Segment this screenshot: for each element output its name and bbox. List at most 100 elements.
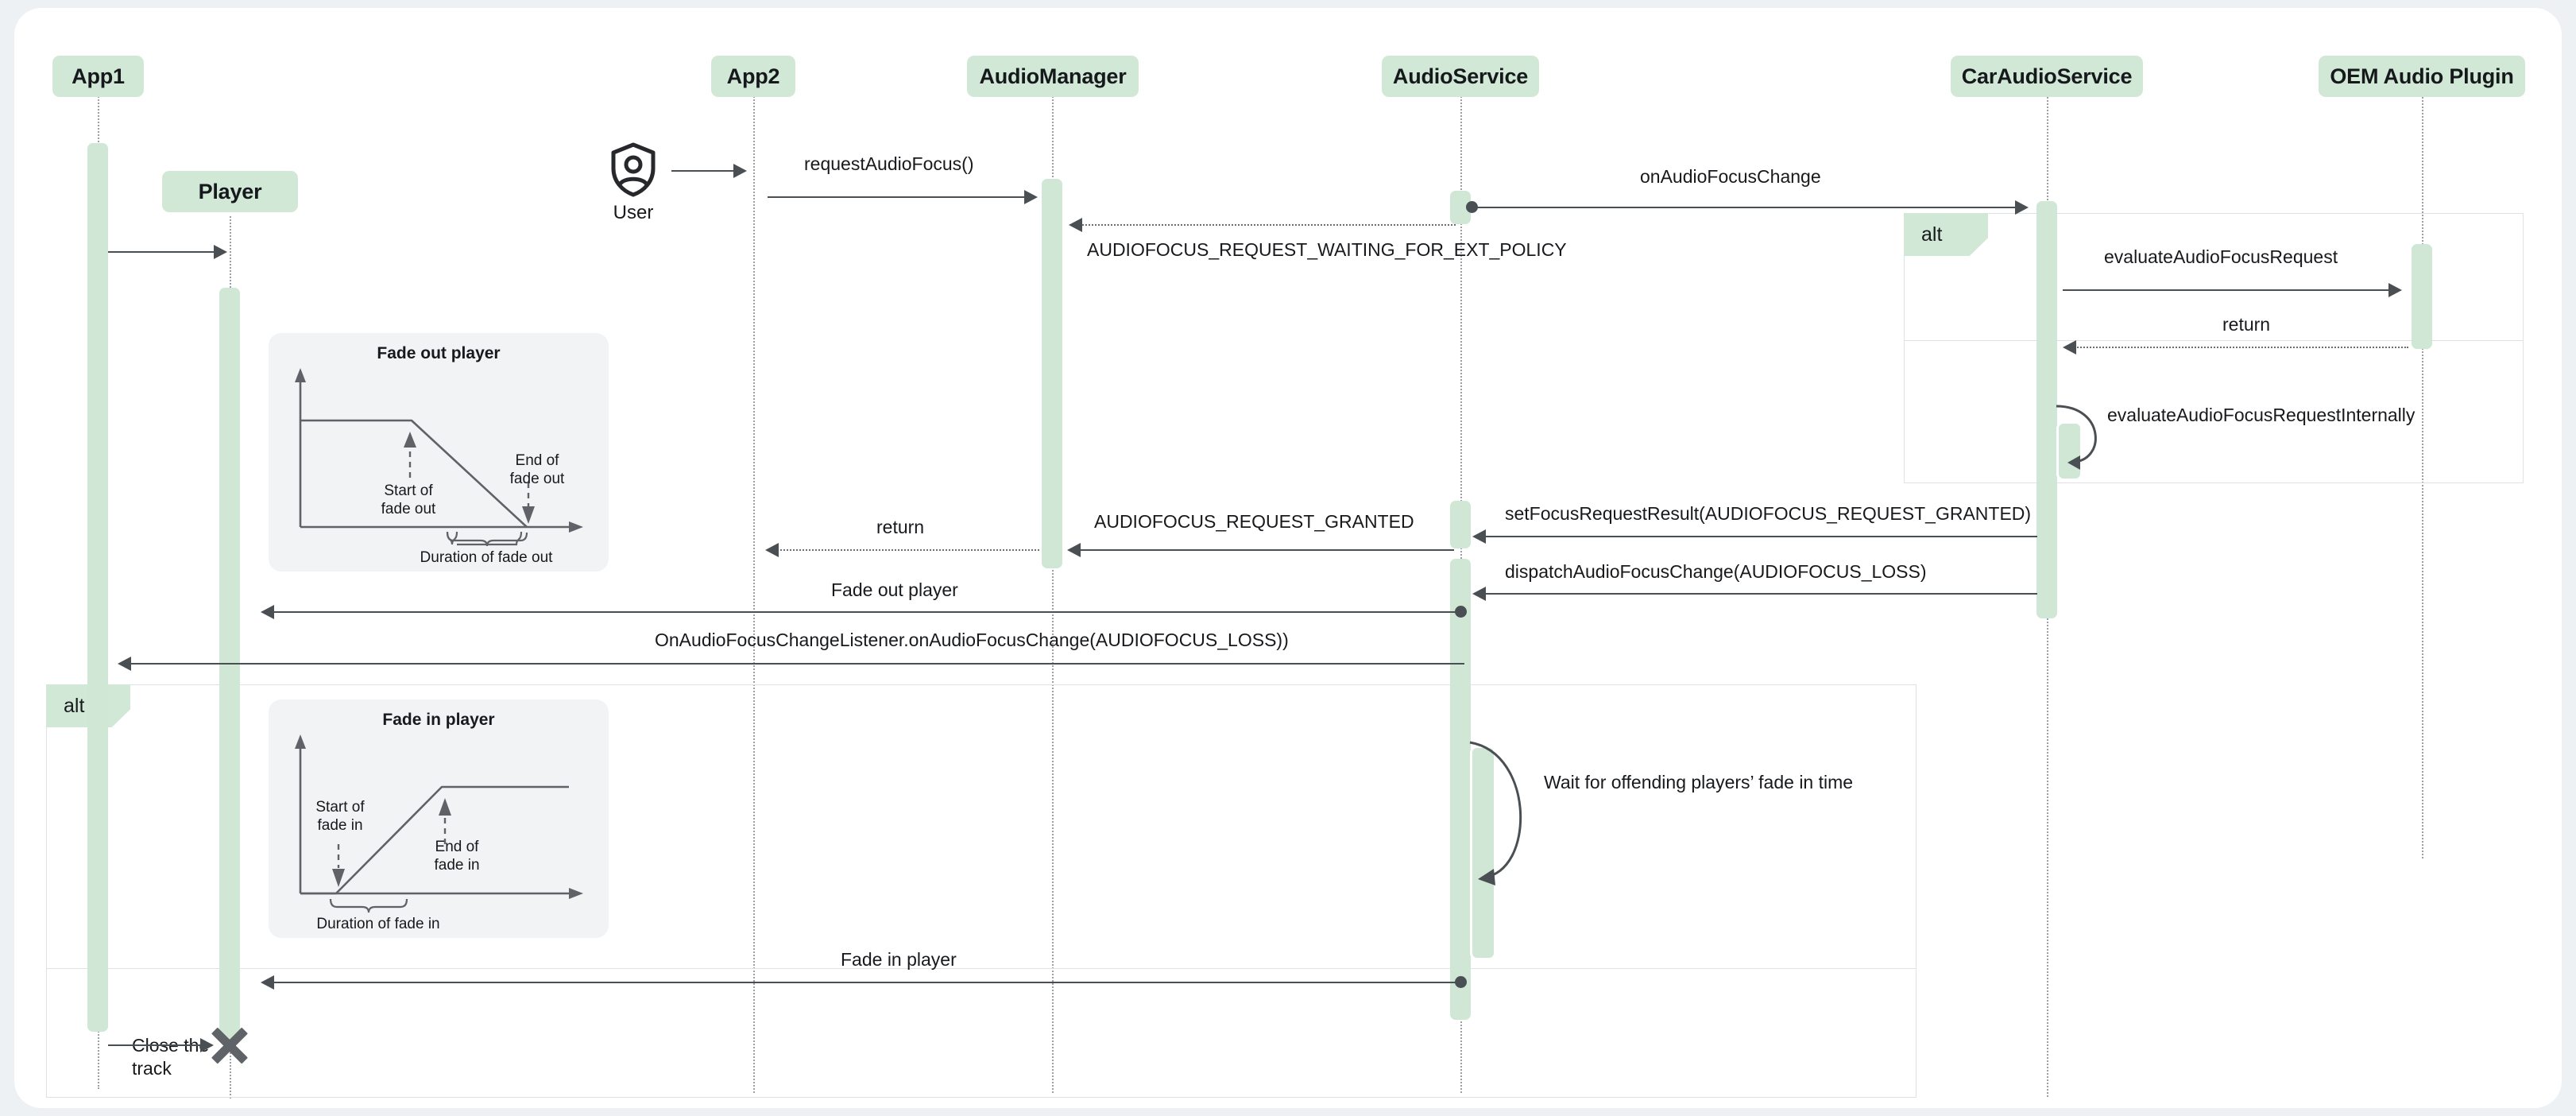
- participant-oemplugin[interactable]: OEM Audio Plugin: [2319, 56, 2525, 97]
- message-fade-in-origin-dot: [1455, 976, 1467, 988]
- inset-fade-out-end-line1: End of: [515, 452, 559, 469]
- message-app1-to-player-line: [108, 251, 215, 253]
- fragment-alt-left: [46, 684, 1917, 1098]
- participant-audioservice-label: AudioService: [1392, 64, 1529, 88]
- message-request-audio-focus-label: requestAudioFocus(): [804, 153, 974, 174]
- message-close-track-text: Close the track: [132, 1035, 210, 1079]
- message-fade-out-player-line: [273, 611, 1460, 613]
- message-evaluate-internally-label: evaluateAudioFocusRequestInternally: [2107, 405, 2415, 425]
- inset-fade-in-start-line1: Start of: [315, 799, 365, 816]
- participant-audiomanager-label: AudioManager: [979, 64, 1127, 88]
- activation-audiomanager: [1042, 179, 1062, 568]
- participant-app2-label: App2: [726, 64, 780, 88]
- message-set-focus-result-label: setFocusRequestResult(AUDIOFOCUS_REQUEST…: [1505, 503, 2032, 524]
- inset-fade-out-end-caption: End of fade out: [493, 452, 581, 489]
- lifeline-audiomanager: [1052, 87, 1054, 1093]
- inset-fade-in-end-caption: End of fade in: [412, 839, 502, 875]
- message-request-granted-arrow: [1067, 543, 1081, 557]
- message-oem-return-arrow: [2063, 340, 2076, 355]
- inset-fade-out-title: Fade out player: [377, 344, 501, 362]
- message-request-granted-line: [1079, 549, 1454, 551]
- actor-user[interactable]: User: [609, 141, 658, 224]
- inset-fade-out-start-line2: fade out: [381, 500, 436, 517]
- fragment-alt-right: [1904, 213, 2524, 483]
- activation-caraudioservice: [2036, 201, 2057, 618]
- participant-app1[interactable]: App1: [52, 56, 144, 97]
- message-waiting-ext-policy-arrow: [1069, 218, 1082, 232]
- message-user-to-app2-arrow: [733, 164, 747, 178]
- inset-fade-in-plot: [295, 734, 583, 913]
- inset-fade-in-start-line2: fade in: [317, 816, 363, 834]
- participant-app1-label: App1: [72, 64, 125, 88]
- participant-caraudioservice[interactable]: CarAudioService: [1951, 56, 2143, 97]
- inset-fade-in-player: Fade in player Start of fade in End of f…: [269, 699, 609, 938]
- lifeline-oemplugin: [2422, 87, 2423, 858]
- message-on-audio-focus-change-label: onAudioFocusChange: [1640, 166, 1821, 187]
- message-dispatch-focus-change-arrow: [1472, 587, 1486, 601]
- message-fade-out-player-arrow: [261, 605, 274, 619]
- message-am-return-arrow: [765, 543, 779, 557]
- message-focus-listener-arrow: [118, 657, 131, 671]
- message-evaluate-request-line: [2063, 289, 2390, 291]
- message-fade-in-player-label: Fade in player: [841, 949, 957, 970]
- participant-oemplugin-label: OEM Audio Plugin: [2330, 64, 2514, 88]
- message-on-audio-focus-change-line: [1473, 207, 2017, 208]
- message-set-focus-result-line: [1484, 536, 2037, 537]
- inset-fade-out-duration-caption: Duration of fade out: [420, 549, 553, 566]
- message-wait-fade-in-text: Wait for offending players’ fade in time: [1544, 772, 1854, 792]
- fragment-alt-right-tag-label: alt: [1921, 223, 1943, 246]
- participant-app2[interactable]: App2: [711, 56, 795, 97]
- inset-fade-out-plot: [295, 368, 583, 547]
- message-fade-in-player-line: [273, 982, 1460, 983]
- diagram-canvas: alt alt App1 Player App2 AudioManager Au…: [14, 8, 2562, 1108]
- activation-audioservice-nested: [1470, 746, 1496, 960]
- activation-audioservice-3: [1450, 559, 1471, 1020]
- activation-player-1: [219, 288, 240, 1043]
- destroy-x-marker: [208, 1022, 251, 1068]
- activation-caraudioservice-nested: [2056, 421, 2083, 481]
- fragment-alt-left-tag-label: alt: [64, 694, 85, 717]
- fragment-alt-right-tag[interactable]: alt: [1904, 213, 1988, 256]
- message-wait-fade-in-loop: [1469, 741, 1522, 885]
- message-oem-return-line: [2075, 347, 2408, 348]
- message-fade-in-player-arrow: [261, 975, 274, 990]
- activation-app1: [87, 143, 108, 1032]
- message-am-return-label: return: [876, 517, 925, 537]
- fragment-alt-right-divider: [1904, 340, 2524, 341]
- message-fade-out-origin-dot: [1455, 606, 1467, 618]
- inset-fade-out-start-line1: Start of: [384, 482, 433, 499]
- actor-user-label: User: [613, 202, 654, 223]
- participant-audioservice[interactable]: AudioService: [1382, 56, 1539, 97]
- message-dispatch-focus-change-label: dispatchAudioFocusChange(AUDIOFOCUS_LOSS…: [1505, 561, 1927, 582]
- inset-fade-in-duration-caption: Duration of fade in: [316, 916, 440, 932]
- message-request-granted-label: AUDIOFOCUS_REQUEST_GRANTED: [1094, 511, 1414, 532]
- message-evaluate-request-label: evaluateAudioFocusRequest: [2104, 246, 2338, 267]
- participant-player-label: Player: [198, 179, 262, 203]
- inset-fade-in-start-caption: Start of fade in: [292, 799, 388, 835]
- message-oem-return-label: return: [2222, 314, 2271, 335]
- lifeline-app2: [753, 87, 755, 1093]
- message-close-track-arrow: [200, 1038, 214, 1052]
- shield-person-icon: [611, 142, 656, 197]
- message-fade-out-player-label: Fade out player: [831, 579, 958, 600]
- message-app1-to-player-arrow: [214, 245, 227, 259]
- message-wait-fade-in-label: Wait for offending players’ fade in time: [1544, 771, 1878, 794]
- inset-fade-in-end-line2: fade in: [434, 856, 480, 874]
- participant-caraudioservice-label: CarAudioService: [1961, 64, 2133, 88]
- inset-fade-out-player: Fade out player Start of fade out End: [269, 333, 609, 572]
- message-close-track-line: [108, 1044, 202, 1046]
- message-focus-listener-line: [130, 663, 1464, 665]
- message-am-return-line: [777, 549, 1039, 551]
- message-request-audio-focus-arrow: [1024, 190, 1038, 204]
- message-waiting-ext-policy-line: [1080, 224, 1456, 226]
- activation-audioservice-2: [1450, 501, 1471, 548]
- message-waiting-ext-policy-label: AUDIOFOCUS_REQUEST_WAITING_FOR_EXT_POLIC…: [1087, 239, 1567, 260]
- participant-player[interactable]: Player: [162, 171, 298, 212]
- message-request-audio-focus-line: [768, 196, 1026, 198]
- fragment-alt-left-divider: [46, 968, 1917, 969]
- inset-fade-out-start-caption: Start of fade out: [338, 482, 478, 519]
- message-evaluate-request-arrow: [2388, 283, 2402, 297]
- participant-audiomanager[interactable]: AudioManager: [967, 56, 1139, 97]
- message-evaluate-internally-loop: [2056, 405, 2097, 470]
- activation-oemplugin: [2412, 244, 2432, 349]
